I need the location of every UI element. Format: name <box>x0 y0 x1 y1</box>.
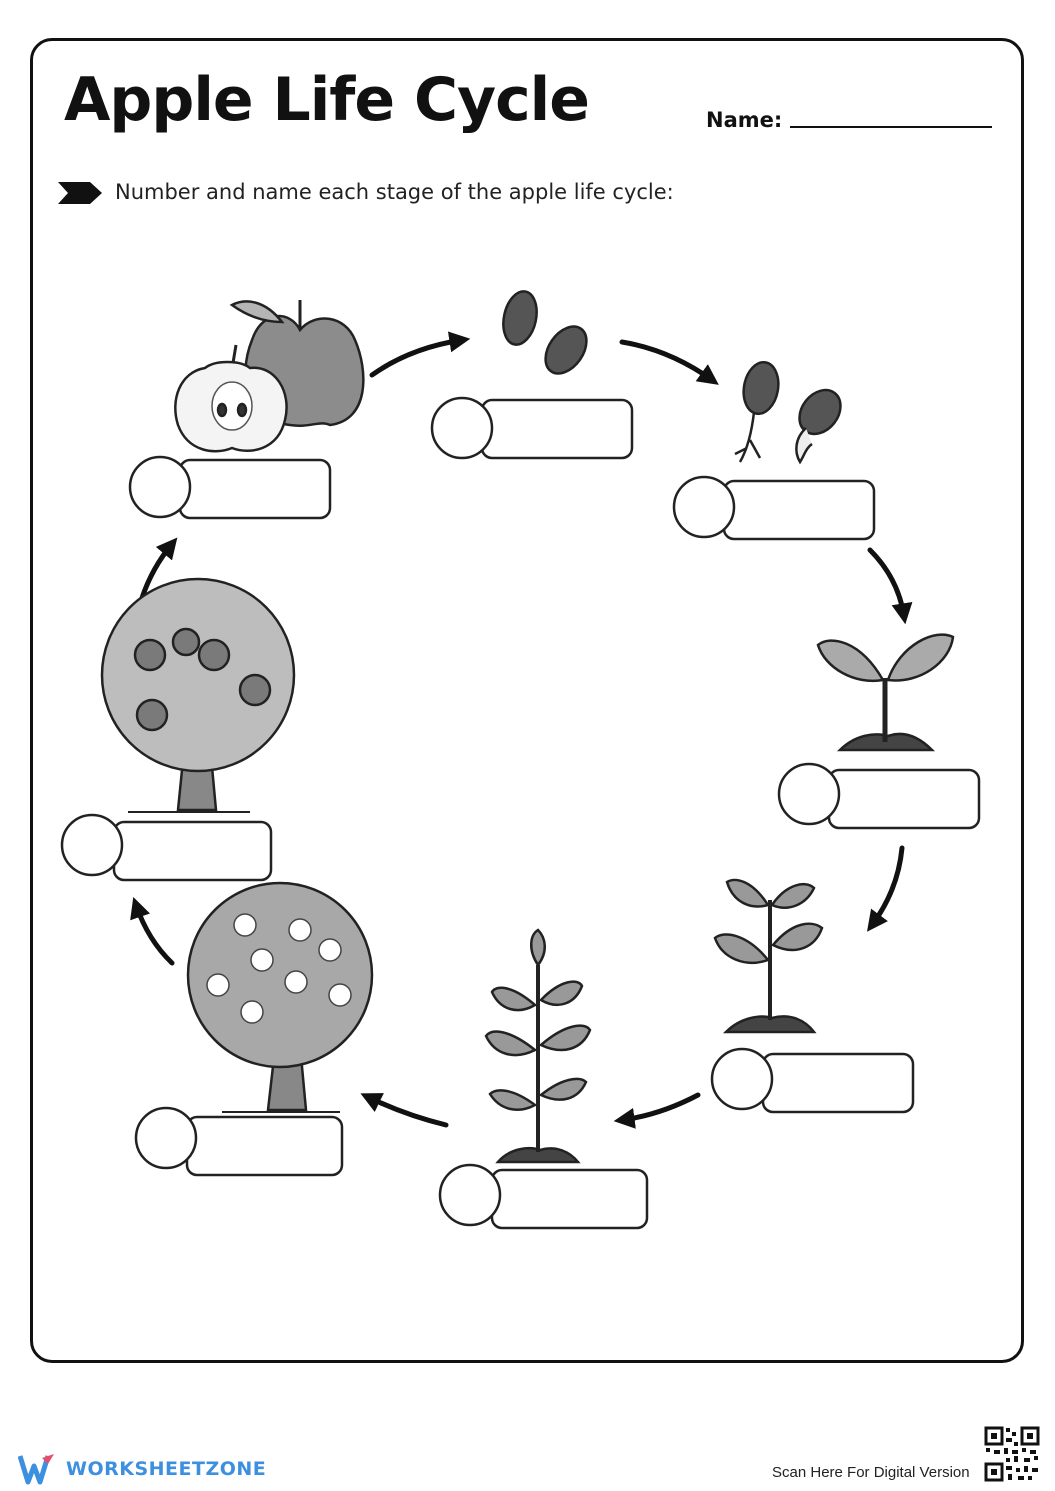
arrow-2-to-3 <box>619 339 719 385</box>
stage-6-labels <box>438 1163 649 1230</box>
arrow-5-to-6 <box>613 1092 701 1129</box>
stage-6-name-box <box>490 1168 649 1230</box>
scan-text: Scan Here For Digital Version <box>772 1464 970 1481</box>
young-plant-icon <box>713 878 824 1034</box>
page-title: Apple Life Cycle <box>64 65 590 135</box>
stage-1-number-circle <box>128 455 192 519</box>
stage-1-name-box <box>178 458 332 520</box>
arrow-4-to-5 <box>866 845 905 932</box>
brand-name: WORKSHEETZONE <box>66 1458 267 1480</box>
sprouting-seeds-icon <box>734 360 842 465</box>
cycle-arrows <box>130 331 913 1129</box>
stage-7-labels <box>134 1106 344 1177</box>
apple-seeds-icon <box>502 290 588 375</box>
arrow-8-to-1 <box>139 537 178 601</box>
worksheet-frame <box>30 38 1024 1363</box>
stage-3-labels <box>672 475 876 541</box>
stage-5-name-box <box>761 1052 915 1114</box>
stage-3-number-circle <box>672 475 736 539</box>
stage-4-number-circle <box>777 762 841 826</box>
stage-7-name-box <box>185 1115 344 1177</box>
arrow-1-to-2 <box>369 331 471 378</box>
stage-4-labels <box>777 762 981 830</box>
instruction-text: Number and name each stage of the apple … <box>115 180 674 204</box>
stage-8-labels <box>60 813 273 882</box>
sapling-icon <box>484 928 592 1164</box>
flowering-tree-icon <box>186 881 374 1113</box>
name-label: Name: <box>706 108 783 132</box>
arrow-tag-icon <box>58 182 102 204</box>
seedling-icon <box>816 633 955 752</box>
fruiting-tree-icon <box>100 577 296 813</box>
apple-fruit-icon <box>174 300 365 453</box>
stage-6-number-circle <box>438 1163 502 1227</box>
worksheetzone-logo-icon <box>18 1454 54 1485</box>
arrow-3-to-4 <box>867 547 913 625</box>
stage-2-number-circle <box>430 396 494 460</box>
qr-code-icon[interactable] <box>984 1426 1040 1482</box>
stage-1-labels <box>128 455 332 520</box>
stage-3-name-box <box>722 479 876 541</box>
stage-5-number-circle <box>710 1047 774 1111</box>
arrow-6-to-7 <box>360 1093 449 1128</box>
stage-5-labels <box>710 1047 915 1114</box>
name-field-line[interactable] <box>790 126 992 128</box>
stage-7-number-circle <box>134 1106 198 1170</box>
arrow-7-to-8 <box>130 897 175 966</box>
stage-2-name-box <box>480 398 634 460</box>
stage-8-name-box <box>112 820 273 882</box>
stage-2-labels <box>430 396 634 460</box>
stage-8-number-circle <box>60 813 124 877</box>
stage-4-name-box <box>827 768 981 830</box>
